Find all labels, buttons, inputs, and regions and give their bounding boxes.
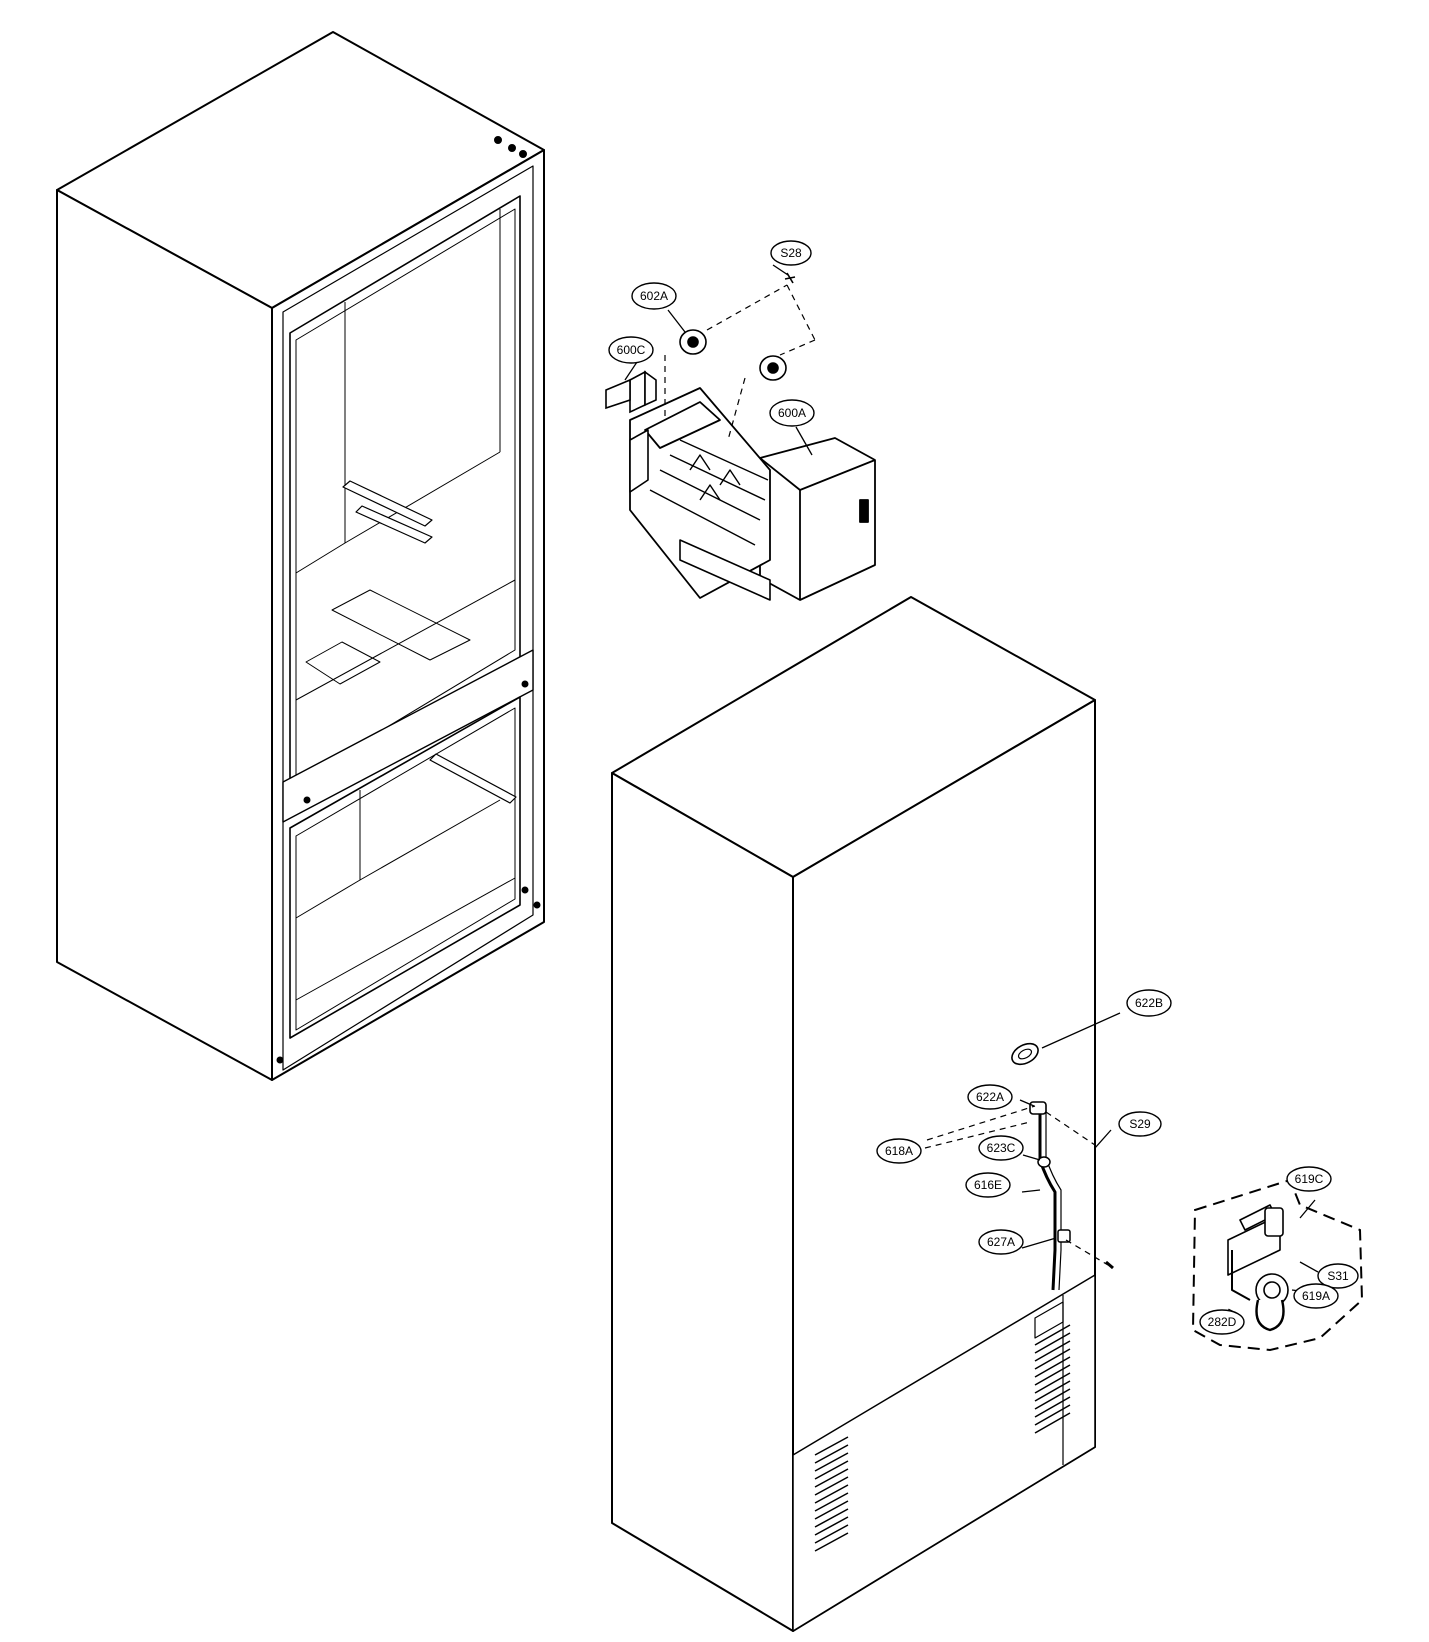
mounting-nut [679,329,787,381]
svg-text:622A: 622A [976,1090,1004,1104]
assembly-guide-lines [664,284,816,441]
svg-text:282D: 282D [1208,1315,1237,1329]
svg-text:S28: S28 [780,246,802,260]
icemaker-assembly [629,387,876,601]
svg-text:623C: 623C [987,1141,1016,1155]
label-s31: S31 [1317,1263,1359,1289]
svg-text:S29: S29 [1129,1117,1151,1131]
valve-group-outline [1191,1178,1364,1352]
label-600a: 600A [769,399,815,427]
svg-text:600A: 600A [778,406,806,420]
refrigerator-cabinet-front [56,31,545,1081]
label-282d: 282D [1199,1309,1245,1335]
label-600c: 600C [608,336,654,364]
svg-text:619C: 619C [1295,1172,1324,1186]
label-622a: 622A [967,1084,1013,1110]
wire-clip [605,370,657,414]
screw-s29 [1105,1260,1114,1270]
label-622b: 622B [1126,989,1172,1017]
label-627a: 627A [978,1229,1024,1255]
label-s29: S29 [1118,1111,1162,1137]
label-619a: 619A [1293,1283,1339,1309]
svg-text:627A: 627A [987,1235,1015,1249]
svg-text:618A: 618A [885,1144,913,1158]
label-623c: 623C [978,1135,1024,1161]
label-616e: 616E [965,1172,1011,1198]
svg-text:S31: S31 [1327,1269,1349,1283]
label-618a: 618A [876,1138,922,1164]
svg-text:619A: 619A [1302,1289,1330,1303]
svg-text:616E: 616E [974,1178,1002,1192]
refrigerator-cabinet-rear [611,596,1096,1632]
water-valve-assembly [1227,1204,1289,1332]
svg-text:600C: 600C [617,343,646,357]
svg-text:602A: 602A [640,289,668,303]
tubing-guide-lines [924,1105,1109,1266]
leader-lines [624,264,1319,1323]
label-s28: S28 [770,240,812,266]
svg-text:622B: 622B [1135,996,1163,1010]
label-602a: 602A [631,282,677,310]
label-619c: 619C [1286,1166,1332,1192]
